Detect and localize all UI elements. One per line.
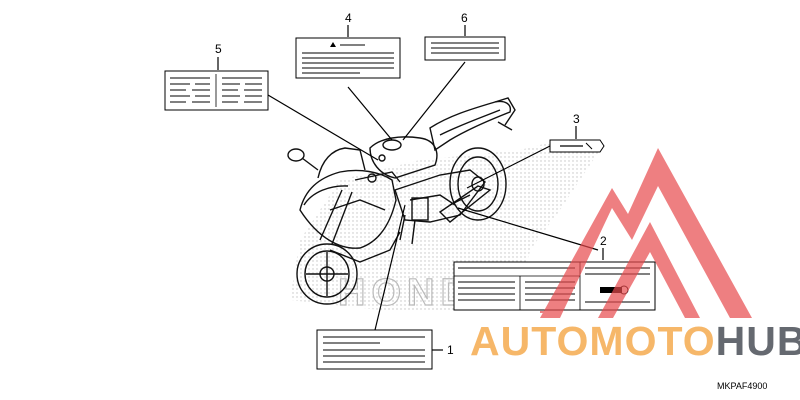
label-4-illustration (295, 37, 401, 79)
motorcycle-drawing (287, 97, 516, 305)
leader-line-2 (457, 207, 599, 251)
leader-line-4 (347, 86, 393, 141)
callout-number-1: 1 (447, 343, 454, 357)
label-3-illustration (549, 139, 605, 153)
leader-lines (217, 25, 604, 351)
watermark-text: AUTOMOTOHUB (470, 318, 800, 365)
callout-number-2: 2 (600, 234, 607, 248)
callout-number-5: 5 (215, 42, 222, 56)
callout-number-3: 3 (573, 112, 580, 126)
watermark-logo (540, 148, 752, 318)
leader-line-5 (267, 94, 379, 161)
callout-number-6: 6 (461, 11, 468, 25)
watermark-text-part2: HUB (715, 318, 800, 364)
watermark-text-part1: AUTOMOTO (470, 318, 716, 364)
rear-wheel (449, 147, 507, 221)
leader-line-6 (402, 61, 466, 141)
callout-number-4: 4 (345, 11, 352, 25)
leader-line-1 (374, 204, 406, 331)
label-1-illustration (316, 329, 433, 370)
fuel-cap (382, 139, 402, 151)
diagram-part-code: MKPAF4900 (717, 381, 768, 391)
leader-line-3 (466, 145, 551, 189)
front-wheel (296, 243, 358, 305)
label-5-illustration (164, 70, 269, 111)
label-6-illustration (424, 36, 506, 61)
